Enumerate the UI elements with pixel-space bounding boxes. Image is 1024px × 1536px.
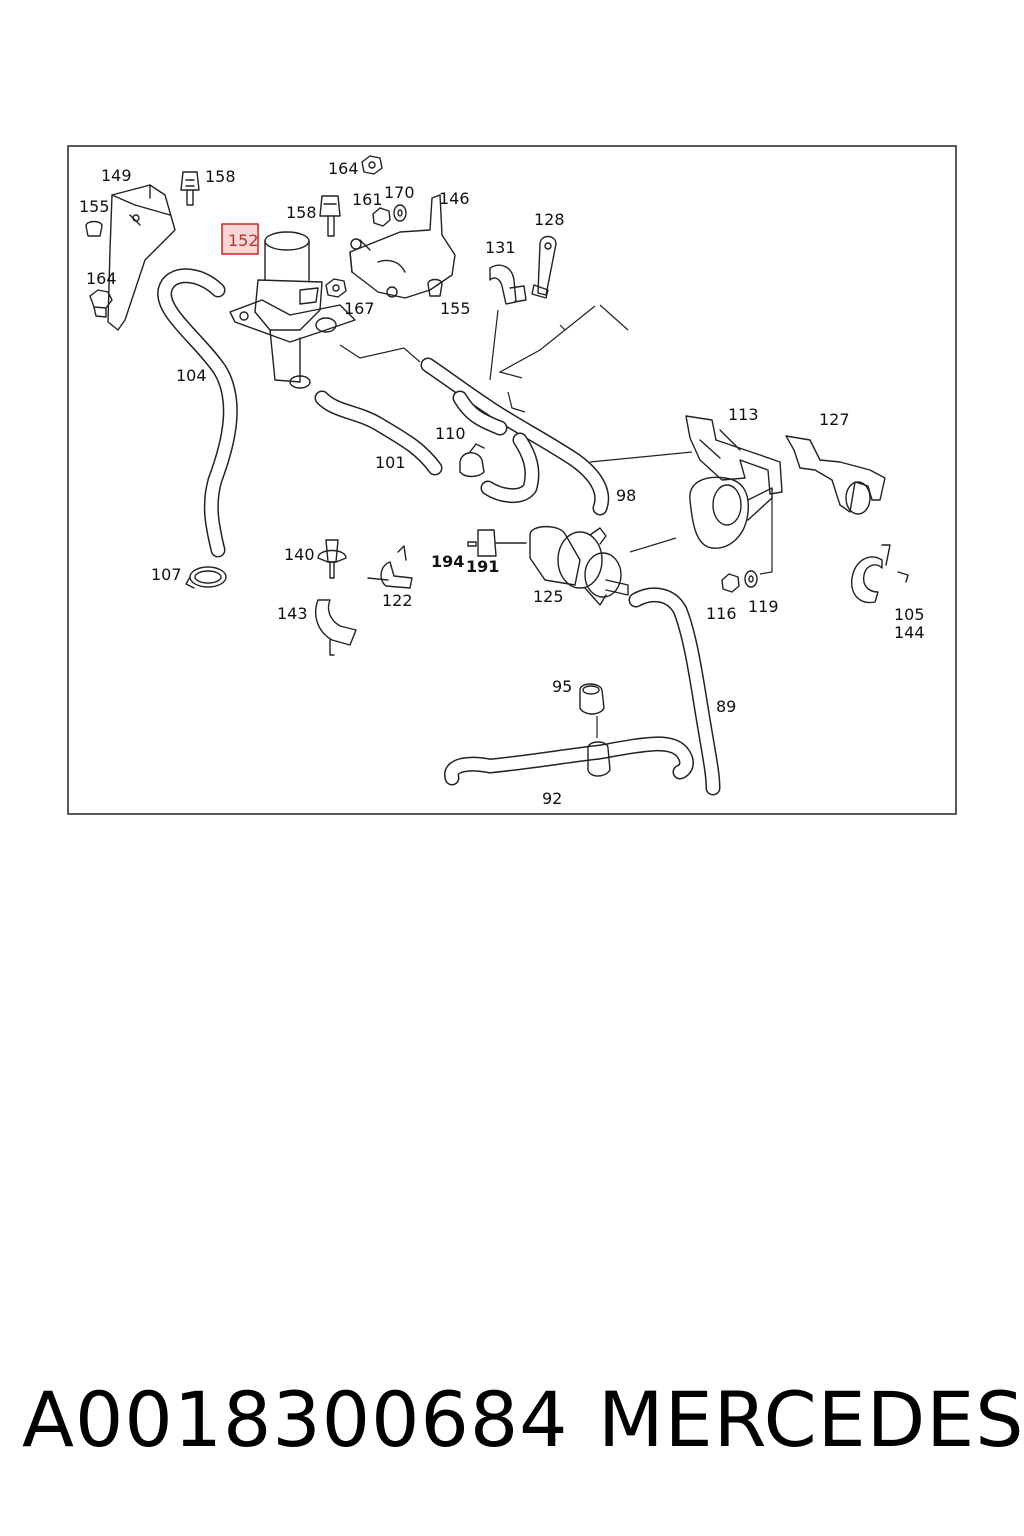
callout-labels: 149 158 164 155 164 158 161 170 146 167 … — [79, 159, 925, 808]
label-113: 113 — [728, 405, 759, 424]
label-101: 101 — [375, 453, 406, 472]
footer: A0018300684 MERCEDES — [0, 1370, 1024, 1480]
brand-name: MERCEDES — [598, 1375, 1024, 1464]
label-116: 116 — [706, 604, 737, 623]
label-107: 107 — [151, 565, 182, 584]
label-155b: 155 — [440, 299, 471, 318]
label-146: 146 — [439, 189, 470, 208]
grommet-155b — [427, 278, 443, 297]
nut-164a — [361, 155, 383, 175]
bracket-113 — [685, 415, 783, 495]
clamp-110 — [459, 443, 485, 478]
hose-98 — [420, 357, 610, 516]
part-number: A0018300684 — [22, 1375, 569, 1464]
clamp-105 — [851, 544, 909, 604]
label-105: 105 — [894, 605, 925, 624]
clamp-131 — [489, 264, 527, 305]
diagram-frame — [67, 145, 957, 815]
hose-tee — [452, 390, 540, 503]
label-164a: 164 — [328, 159, 359, 178]
highlighted-part-box — [221, 223, 259, 255]
hose-92 — [444, 736, 694, 786]
label-155a: 155 — [79, 197, 110, 216]
label-131: 131 — [485, 238, 516, 257]
bracket-149 — [107, 184, 176, 331]
label-92: 92 — [542, 789, 562, 808]
bracket-127 — [785, 435, 886, 515]
label-125: 125 — [533, 587, 564, 606]
label-119: 119 — [748, 597, 779, 616]
bracket-128 — [531, 235, 557, 299]
bracket-146 — [349, 194, 456, 299]
label-110: 110 — [435, 424, 466, 443]
washer-170 — [393, 204, 407, 222]
label-170: 170 — [384, 183, 415, 202]
nut-164b — [89, 289, 113, 318]
label-158b: 158 — [286, 203, 317, 222]
nut-167 — [325, 278, 347, 298]
clip-155a — [85, 220, 103, 237]
clip-122 — [367, 545, 413, 589]
highlighted-part-label: 152 — [228, 231, 259, 250]
valve-152 — [229, 231, 356, 389]
clamp-107 — [185, 566, 227, 589]
label-143: 143 — [277, 604, 308, 623]
clip-143 — [314, 599, 357, 656]
pump-125 — [529, 525, 629, 606]
hose-89 — [628, 587, 721, 796]
label-89: 89 — [716, 697, 736, 716]
clamp-ring — [689, 476, 773, 549]
label-164b: 164 — [86, 269, 117, 288]
label-144: 144 — [894, 623, 925, 642]
connector-158a — [180, 171, 200, 206]
label-122: 122 — [382, 591, 413, 610]
label-149: 149 — [101, 166, 132, 185]
label-95: 95 — [552, 677, 572, 696]
label-128: 128 — [534, 210, 565, 229]
label-98: 98 — [616, 486, 636, 505]
connector-158b — [319, 195, 341, 237]
hose-101 — [314, 390, 443, 476]
label-191: 191 — [466, 557, 499, 576]
label-194: 194 — [431, 552, 464, 571]
washer-119 — [744, 570, 758, 588]
grommet-95 — [579, 683, 605, 715]
label-140: 140 — [284, 545, 315, 564]
clip-140 — [317, 539, 347, 579]
collar-92 — [587, 741, 611, 777]
nut-161 — [372, 207, 391, 227]
label-104: 104 — [176, 366, 207, 385]
nut-116 — [721, 573, 740, 593]
label-158a: 158 — [205, 167, 236, 186]
connector-191 — [467, 529, 527, 557]
leader-lines — [339, 304, 773, 738]
label-167: 167 — [344, 299, 375, 318]
label-161: 161 — [352, 190, 383, 209]
label-127: 127 — [819, 410, 850, 429]
hose-104 — [157, 268, 238, 558]
